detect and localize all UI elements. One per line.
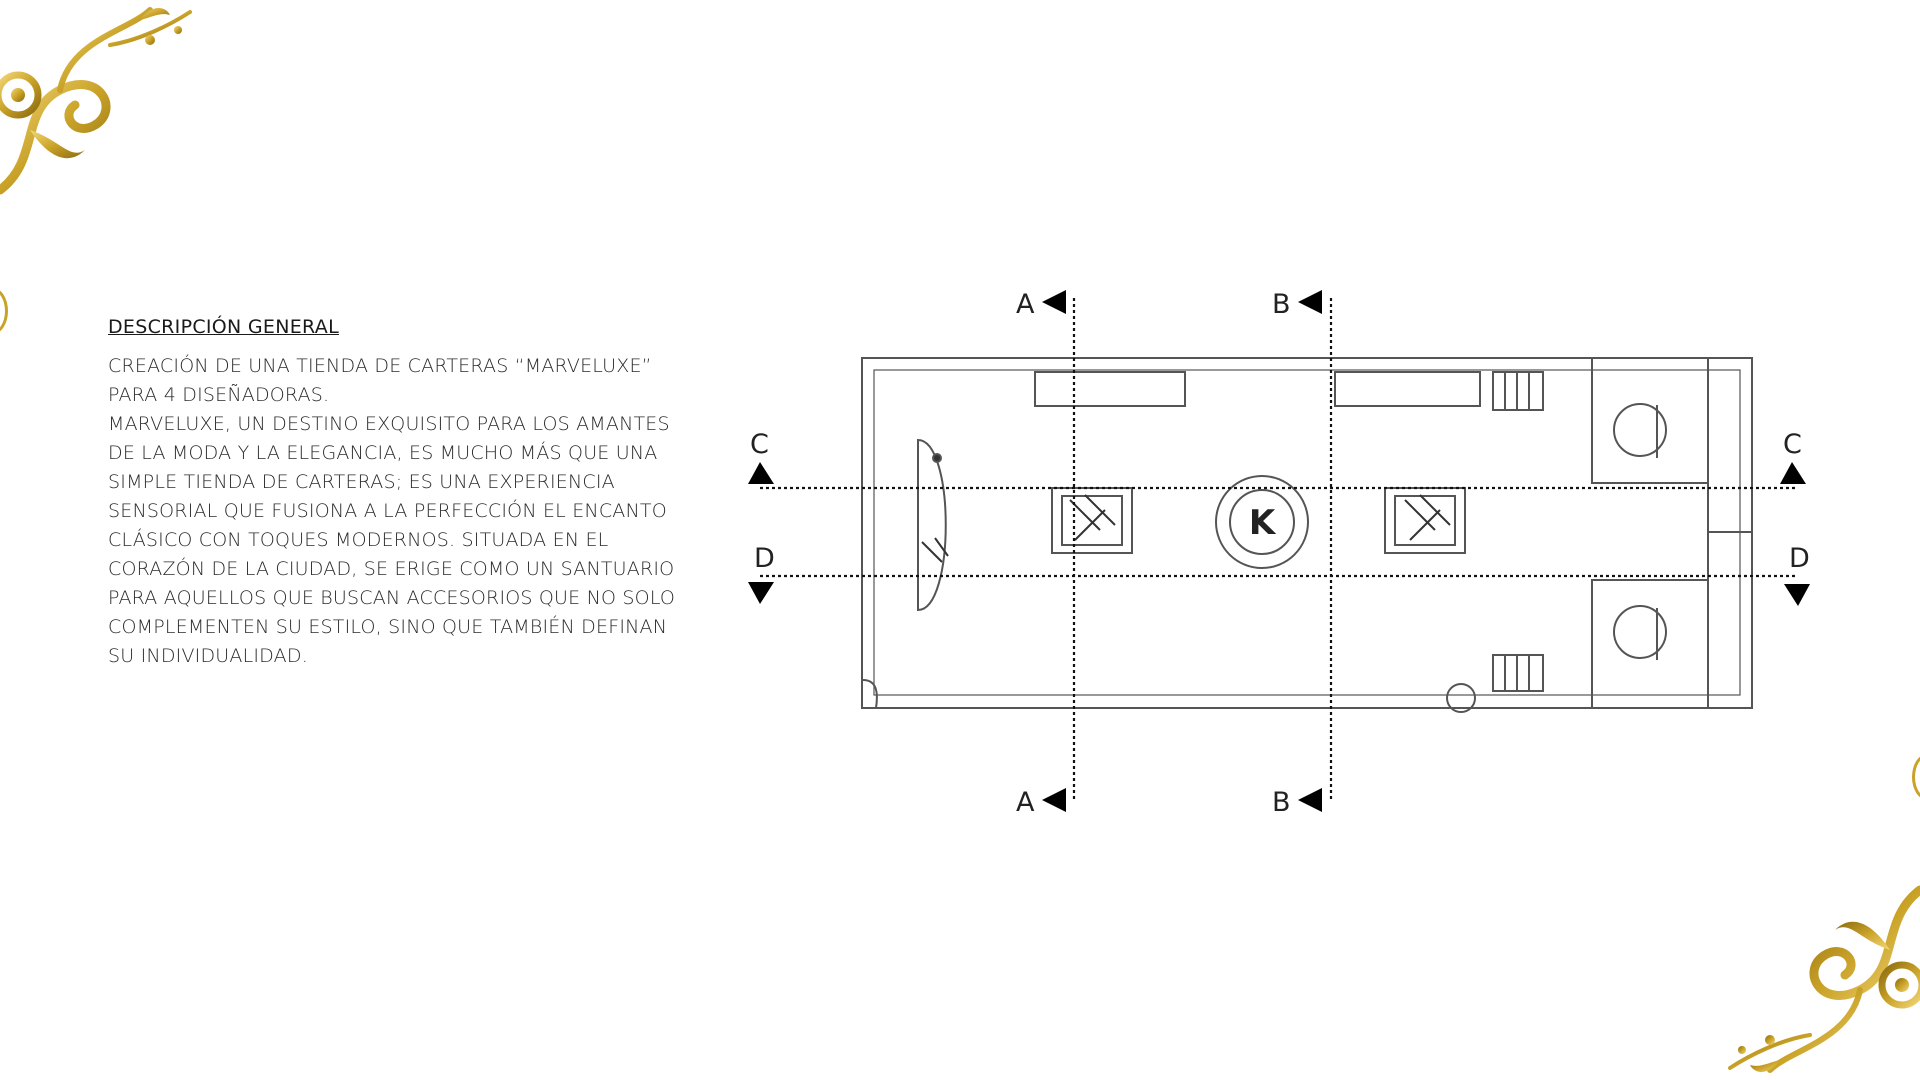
section-arrow-c-right — [1780, 462, 1806, 484]
description-text: MARVELUXE, UN DESTINO EXQUISITO PARA LOS… — [108, 413, 676, 667]
section-arrow-a-top — [1042, 290, 1066, 314]
section-arrow-c-left — [748, 462, 774, 484]
gold-curl-left-edge — [0, 288, 8, 334]
section-arrow-b-bottom — [1298, 788, 1322, 812]
store-floor-plan: K A A B B C C D D — [748, 289, 1810, 818]
section-label-c-right: C — [1783, 429, 1802, 460]
section-label-b-top: B — [1272, 289, 1291, 320]
section-label-a-bottom: A — [1016, 787, 1035, 818]
gold-curl-right-edge — [1912, 754, 1920, 800]
description-intro: CREACIÓN DE UNA TIENDA DE CARTERAS “MARV… — [108, 355, 652, 406]
shelf-top-right — [1334, 371, 1481, 407]
section-label-c-left: C — [750, 429, 769, 460]
section-label-d-left: D — [754, 543, 775, 574]
section-arrow-b-top — [1298, 290, 1322, 314]
plan-logo-text: K — [1249, 503, 1277, 543]
display-table-left — [1051, 487, 1133, 554]
section-label-b-bottom: B — [1272, 787, 1291, 818]
section-label-d-right: D — [1789, 543, 1810, 574]
general-description: DESCRIPCIÓN GENERAL CREACIÓN DE UNA TIEN… — [108, 316, 678, 671]
fitting-room-top — [1591, 357, 1709, 484]
section-label-a-top: A — [1016, 289, 1035, 320]
section-arrow-a-bottom — [1042, 788, 1066, 812]
reception-counter — [917, 438, 947, 612]
section-arrow-d-left — [748, 582, 774, 604]
shelf-top-left — [1034, 371, 1186, 407]
description-title: DESCRIPCIÓN GENERAL — [108, 316, 339, 338]
gold-ornament-top-left — [0, 7, 192, 195]
gold-ornament-bottom-right — [1728, 885, 1920, 1073]
description-body: CREACIÓN DE UNA TIENDA DE CARTERAS “MARV… — [108, 352, 678, 671]
section-arrow-d-right — [1784, 584, 1810, 606]
fitting-room-bottom — [1591, 579, 1709, 709]
display-table-right — [1384, 487, 1466, 554]
central-logo-platform — [1215, 475, 1309, 569]
